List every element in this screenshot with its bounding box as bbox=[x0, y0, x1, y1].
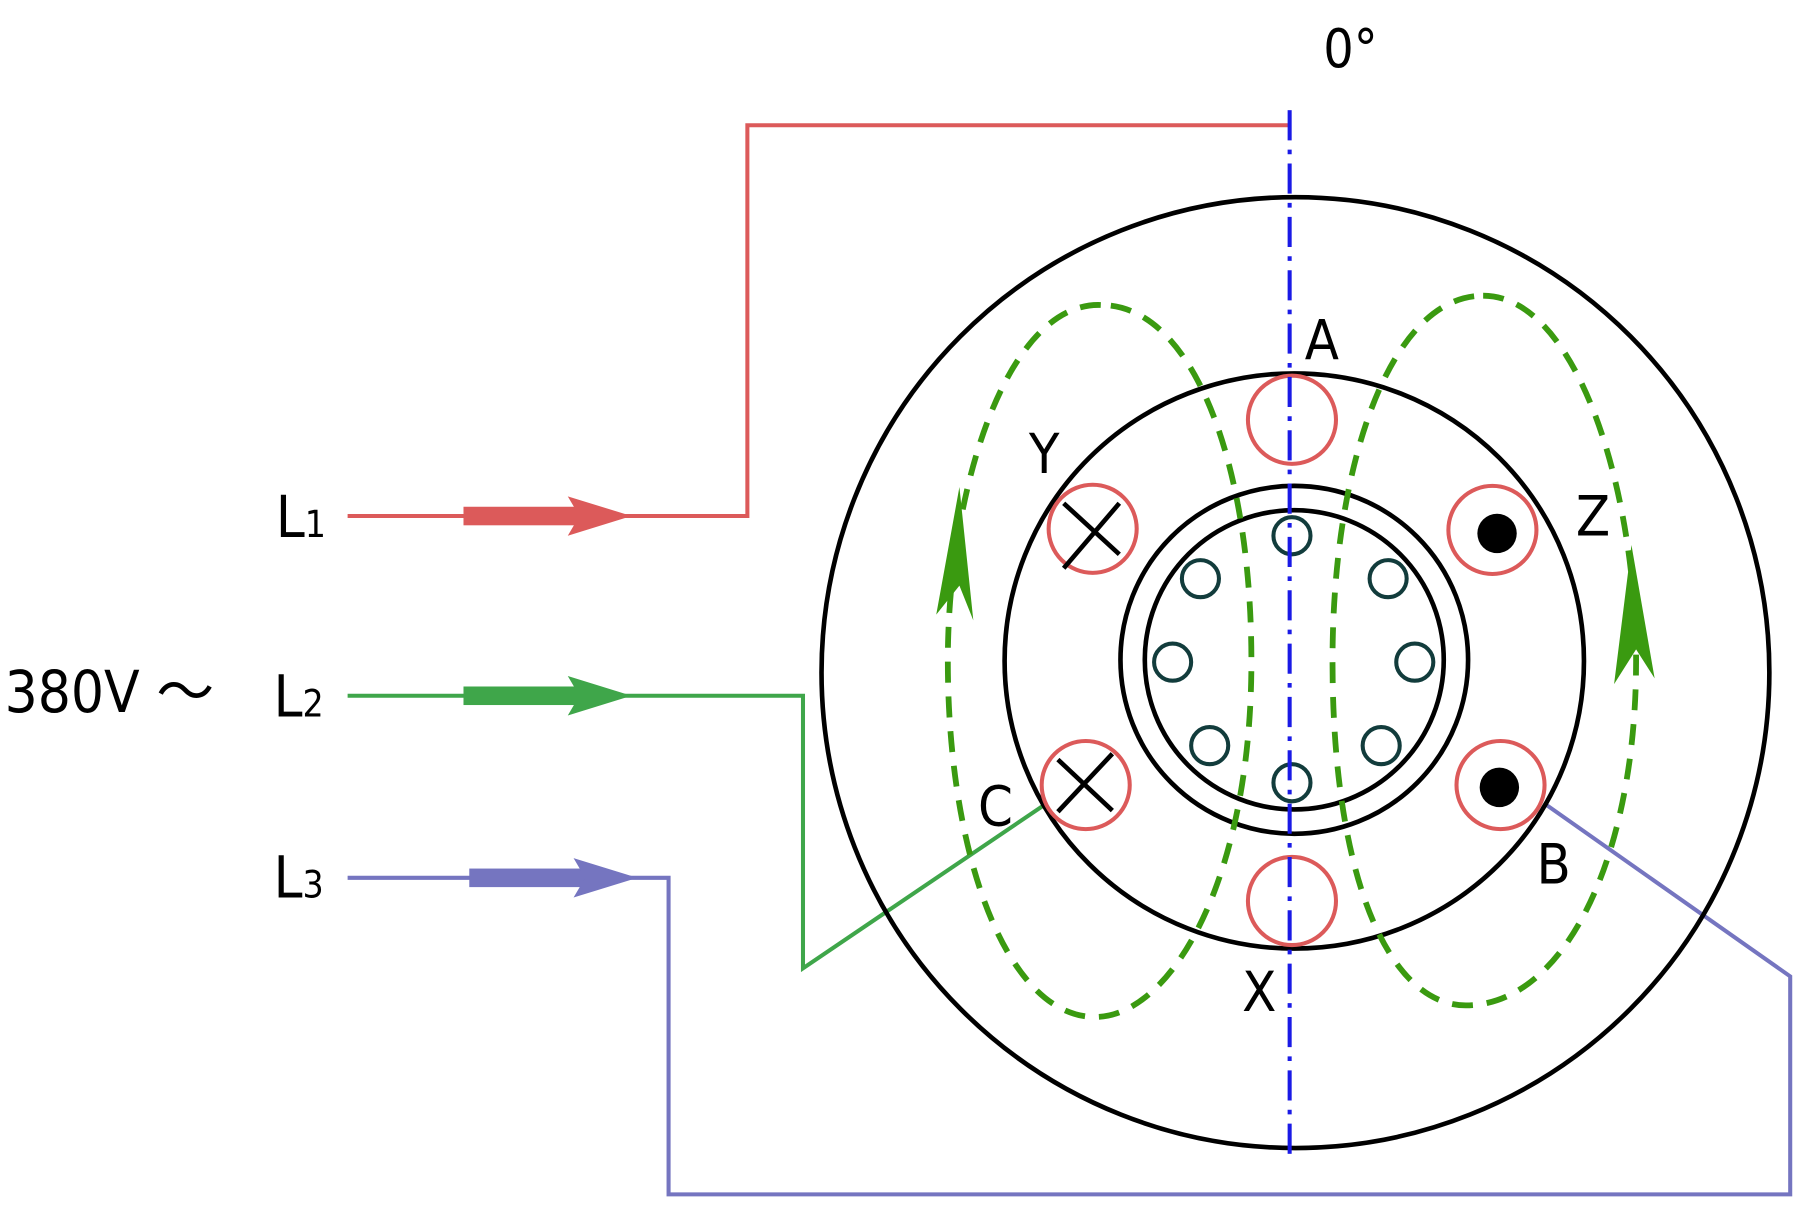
rotor-outer bbox=[1118, 483, 1471, 837]
label-L1-sub: 1 bbox=[305, 503, 326, 546]
label-C: C bbox=[978, 775, 1013, 840]
arrow-L1-shaft bbox=[463, 506, 580, 526]
coil-Z bbox=[1446, 483, 1539, 577]
rotor-bar bbox=[1179, 558, 1221, 600]
flux-loop-left bbox=[944, 302, 1255, 1020]
flux-loop-right bbox=[1329, 292, 1639, 1009]
label-L1: L1 bbox=[276, 483, 326, 551]
flux-arrow-up-icon bbox=[936, 487, 974, 621]
label-X: X bbox=[1242, 960, 1276, 1025]
label-L3-sub: 3 bbox=[302, 864, 323, 907]
angle-label: 0° bbox=[1323, 18, 1377, 80]
rotor-bar bbox=[1189, 725, 1231, 767]
coil-Y bbox=[1046, 482, 1139, 575]
coil-C bbox=[1039, 738, 1132, 832]
cross-icon-C bbox=[1056, 752, 1115, 814]
arrow-L2-shaft bbox=[463, 686, 580, 706]
rotor-bar bbox=[1394, 641, 1436, 683]
label-voltage: 380V ～ bbox=[5, 658, 215, 726]
label-B: B bbox=[1536, 833, 1570, 898]
label-L2-main: L bbox=[273, 663, 302, 731]
arrow-L3-shaft bbox=[469, 868, 586, 888]
stator-outer bbox=[819, 194, 1772, 1151]
label-L1-main: L bbox=[276, 483, 305, 551]
rotor-bars bbox=[1152, 515, 1436, 804]
cross-icon-Y bbox=[1062, 501, 1121, 557]
wire-L3 bbox=[347, 801, 1793, 1197]
stator-inner bbox=[1002, 371, 1587, 951]
arrow-L1-head bbox=[567, 496, 632, 536]
label-Z: Z bbox=[1576, 485, 1610, 550]
rotor-bar bbox=[1271, 762, 1313, 804]
label-L2: L2 bbox=[273, 663, 323, 731]
cross-icon-Y bbox=[1061, 501, 1122, 570]
rotor-bar bbox=[1271, 515, 1313, 557]
label-Y: Y bbox=[1028, 422, 1060, 487]
flux-arrow-down-icon bbox=[1614, 545, 1655, 685]
rotor-bar bbox=[1367, 558, 1409, 600]
dot-icon-Z bbox=[1477, 513, 1517, 554]
label-L3-main: L bbox=[273, 844, 302, 912]
dot-icon-B bbox=[1479, 767, 1520, 808]
rotor-inner bbox=[1142, 507, 1447, 812]
arrow-L2-head bbox=[567, 676, 632, 716]
label-L2-sub: 2 bbox=[302, 683, 323, 726]
label-L3: L3 bbox=[273, 844, 323, 912]
coil-X bbox=[1245, 854, 1339, 948]
wire-L2 bbox=[347, 693, 1044, 973]
coil-A bbox=[1245, 373, 1339, 466]
arrow-L3-head bbox=[573, 858, 638, 898]
label-A: A bbox=[1305, 308, 1339, 373]
rotor-bar bbox=[1152, 641, 1194, 683]
rotor-bar bbox=[1360, 725, 1402, 767]
coil-B bbox=[1454, 738, 1547, 832]
